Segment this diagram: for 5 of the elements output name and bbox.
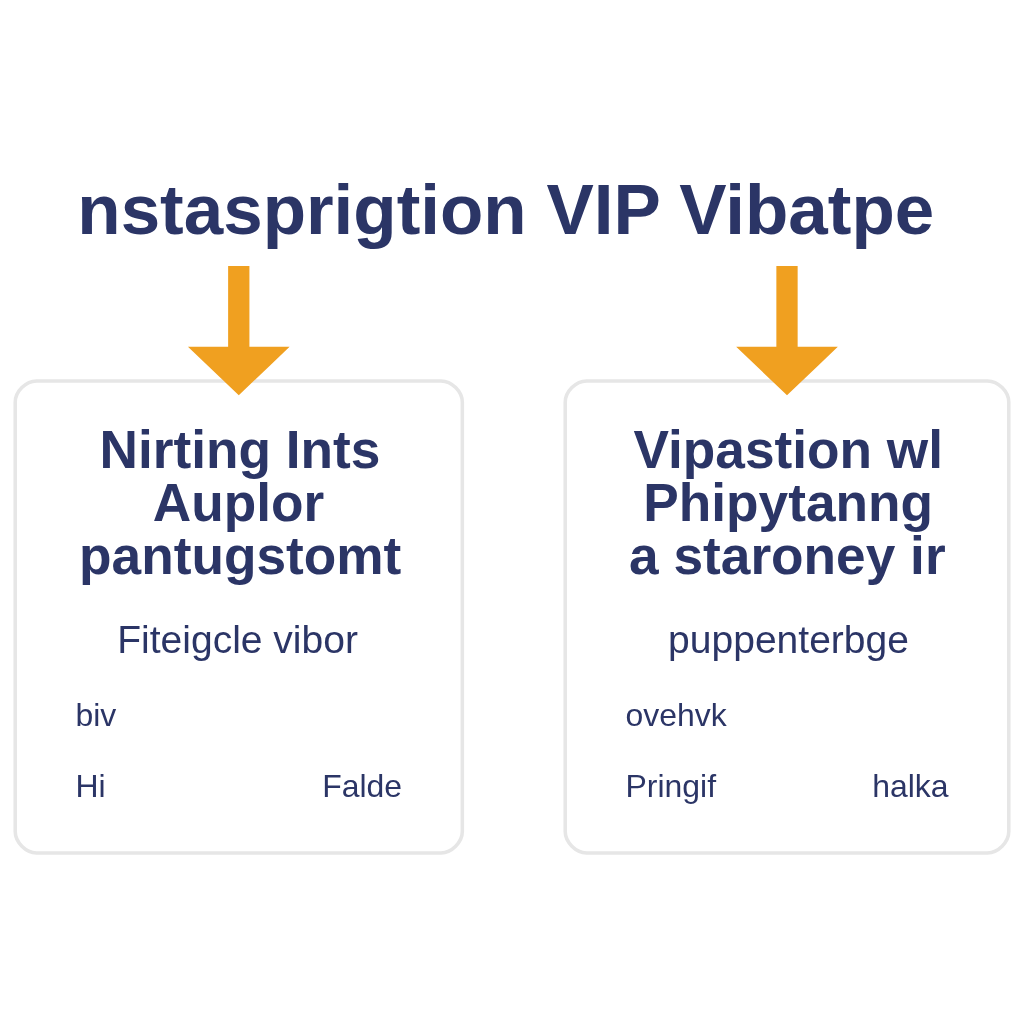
arrow — [187, 265, 290, 395]
node-box: Vipastion wl Phipytanng a staroney ir puppenterbge ovehvk Pringif halka — [563, 378, 1011, 855]
node-box: Nirting Ints Auplor pantugstomt Fiteigcle vibor biv Hi Falde — [13, 378, 465, 855]
diagram-title: nstasprigtion VIP Vibatpe — [77, 169, 935, 249]
arrow — [736, 265, 838, 395]
